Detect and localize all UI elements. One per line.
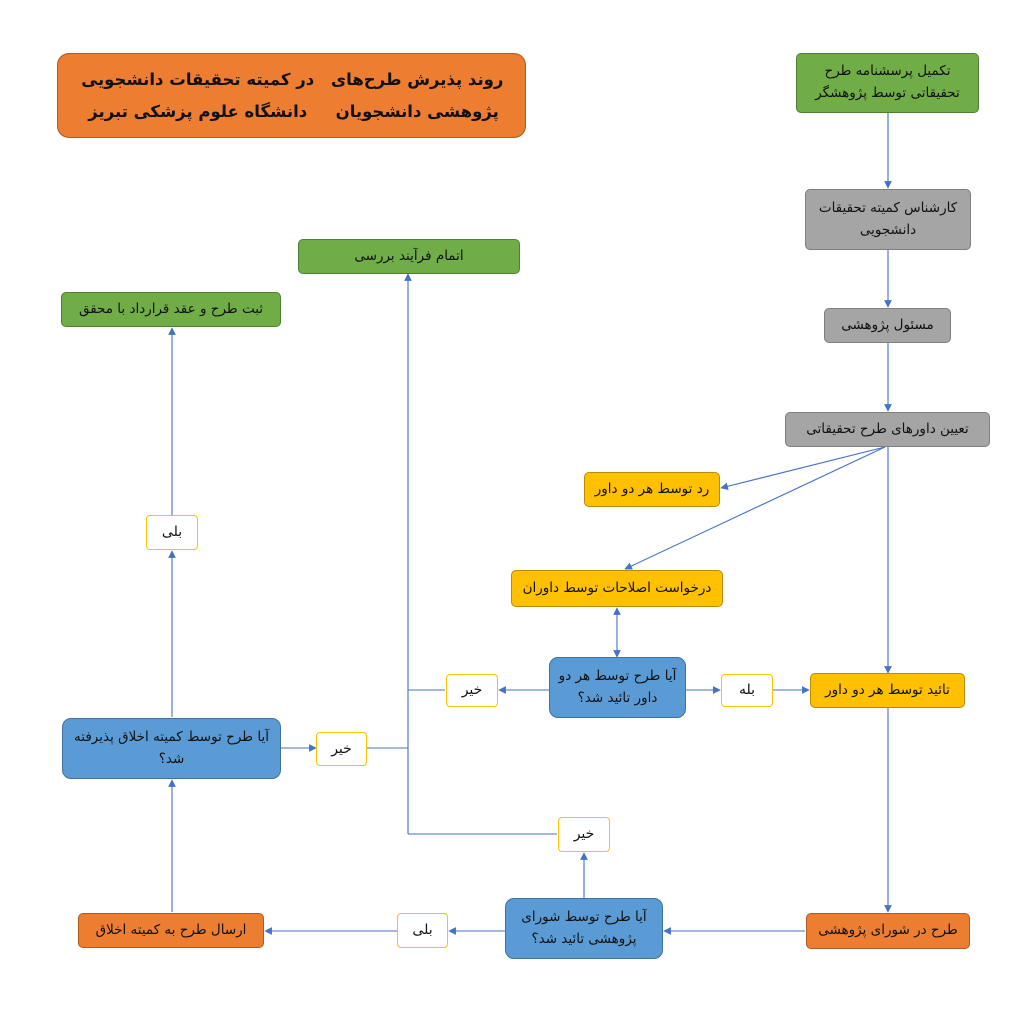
node-approved-by-both-question: آیا طرح توسط هر دو داور تائید شد؟ [549,657,686,718]
node-register-contract: ثبت طرح و عقد قرارداد با محقق [61,292,281,327]
node-end-review: اتمام فرآیند بررسی [298,239,520,274]
node-approved-by-both: تائید توسط هر دو داور [810,673,965,708]
arrow-reviewers-to-rejected [720,446,886,491]
label-no-ethics: خیر [316,732,367,766]
title-line-1: روند پذیرش طرح‌های پژوهشی دانشجویان [331,70,504,121]
label-yes-ethics: بلی [146,515,198,550]
diagram-title: روند پذیرش طرح‌های پژوهشی دانشجویان در ک… [57,53,526,138]
label-yes-council: بلی [397,913,448,948]
node-council-approved-question: آیا طرح توسط شورای پژوهشی تائید شد؟ [505,898,663,959]
node-ethics-accepted-question: آیا طرح توسط کمیته اخلاق پذیرفته شد؟ [62,718,281,779]
arrow-reviewers-to-revision [624,446,886,570]
node-research-council: طرح در شورای پژوهشی [806,913,970,949]
label-yes-reviewers: بله [721,674,773,707]
node-assign-reviewers: تعیین داورهای طرح تحقیقاتی [785,412,990,447]
label-no-council: خیر [558,817,610,852]
label-no-reviewers: خیر [446,674,498,707]
node-committee-expert: کارشناس کمیته تحقیقات دانشجویی [805,189,971,250]
title-line-2: در کمیته تحقیقات دانشجویی دانشگاه علوم پ… [81,70,315,121]
node-research-officer: مسئول پژوهشی [824,308,951,343]
node-complete-questionnaire: تکمیل پرسشنامه طرح تحقیقاتی توسط پژوهشگر [796,53,979,113]
node-rejected-by-both: رد توسط هر دو داور [584,472,720,507]
node-send-to-ethics: ارسال طرح به کمیته اخلاق [78,913,264,948]
node-revision-request: درخواست اصلاحات توسط داوران [511,570,723,607]
